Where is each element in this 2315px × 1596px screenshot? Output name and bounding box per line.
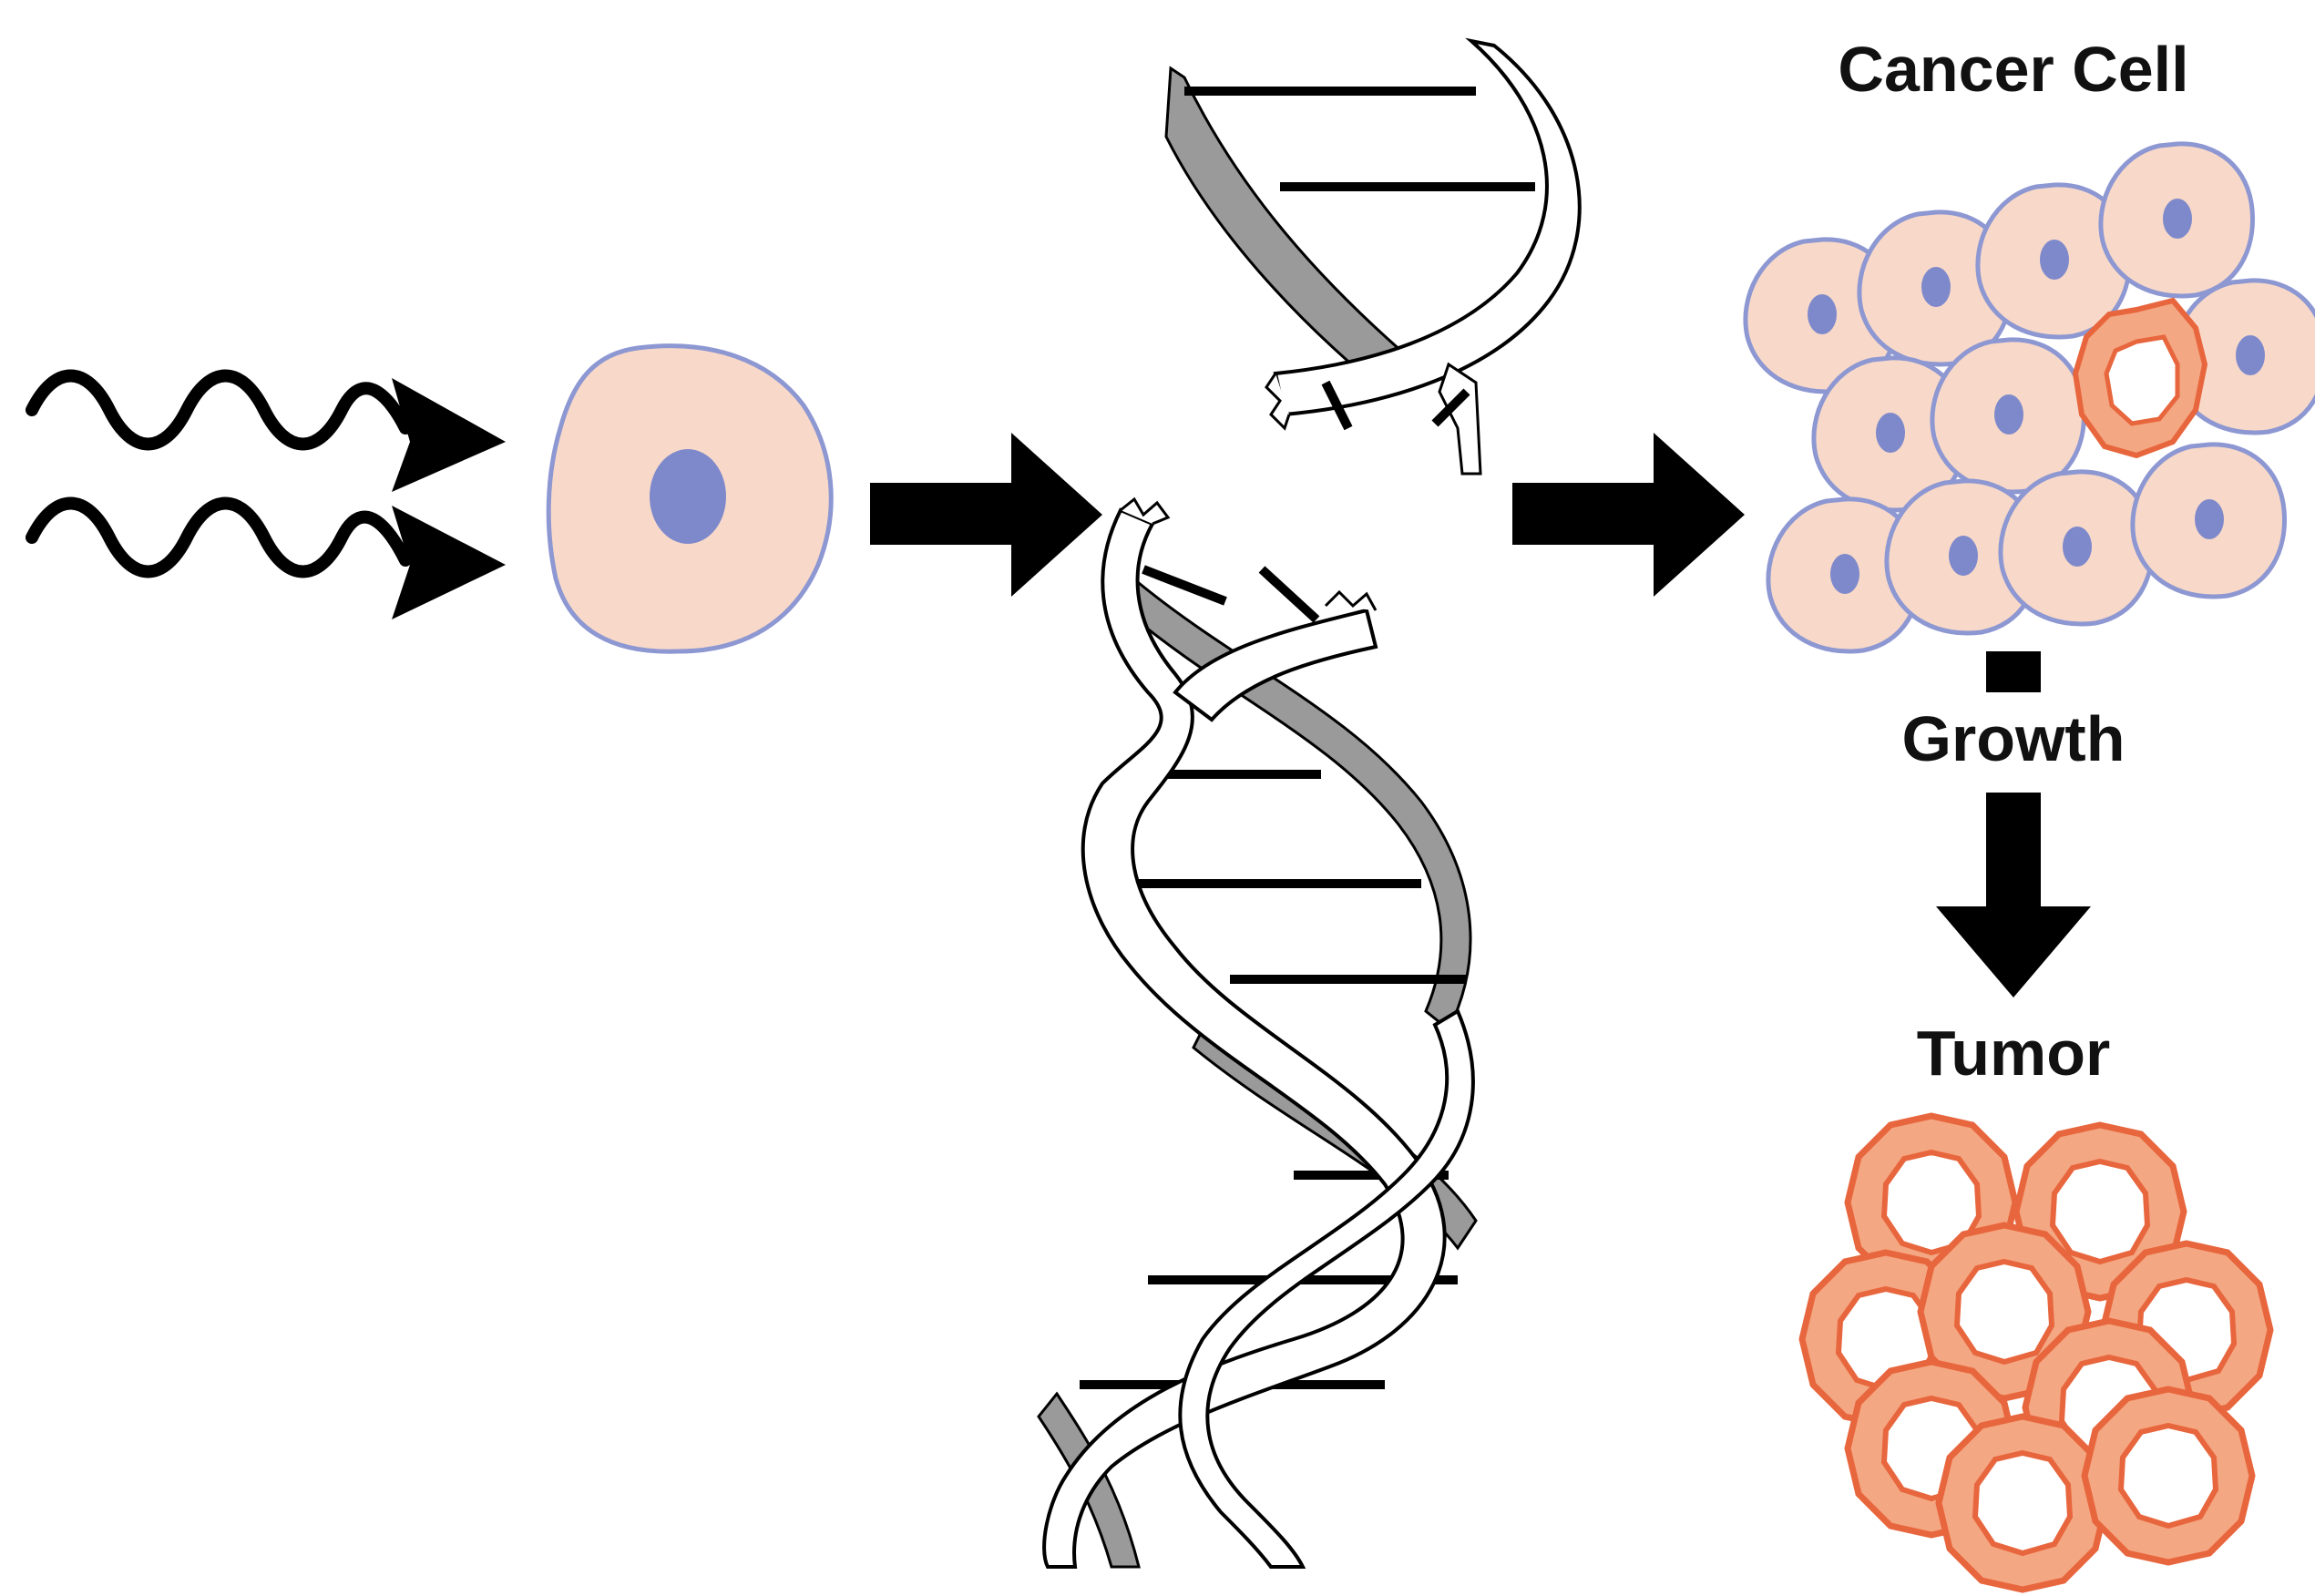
cancer-cell-nucleus bbox=[1808, 294, 1837, 334]
transformed-cell bbox=[2072, 297, 2208, 459]
radiation-arrowhead-bottom bbox=[392, 506, 506, 619]
dna-lower-broken-end-right bbox=[1324, 589, 1378, 611]
arrow-to-cancer-cells-icon bbox=[1512, 433, 1745, 597]
cancer-cell-nucleus bbox=[1876, 413, 1905, 453]
dna-lower-broken-end-left bbox=[1120, 496, 1171, 526]
radiation-waves-icon bbox=[26, 369, 506, 619]
dna-broken-rung bbox=[1431, 388, 1470, 427]
radiation-wave-bottom bbox=[26, 496, 412, 578]
tumor-mass-icon bbox=[1802, 1116, 2270, 1590]
cancer-cell-nucleus bbox=[2040, 240, 2069, 280]
cancer-cell-nucleus bbox=[1994, 394, 2023, 435]
cancer-cell-nucleus bbox=[1949, 536, 1978, 576]
normal-cell-icon bbox=[546, 343, 834, 654]
cancer-cell-nucleus bbox=[2163, 199, 2192, 239]
dna-upper-back-tail bbox=[1438, 362, 1482, 476]
tumor-cell bbox=[1939, 1417, 2106, 1590]
dna-lower-fragment bbox=[1037, 496, 1478, 1569]
dna-broken-rung bbox=[1142, 565, 1227, 606]
cancer-cell-nucleus bbox=[2236, 335, 2265, 375]
dna-upper-front-strand bbox=[1273, 37, 1582, 417]
dna-upper-back-strand bbox=[1164, 66, 1419, 399]
dna-lower-front-strand-c bbox=[1178, 1008, 1475, 1569]
cancer-cell-nucleus bbox=[2063, 527, 2092, 567]
cancer-cell-nucleus bbox=[2195, 499, 2224, 539]
growth-label: Growth bbox=[1902, 703, 2125, 774]
cancer-cell-cluster-icon bbox=[1746, 144, 2315, 651]
dna-upper-broken-end bbox=[1265, 373, 1291, 431]
dna-broken-rung bbox=[1258, 566, 1320, 623]
radiation-wave-top bbox=[26, 369, 412, 451]
radiation-arrowhead-top bbox=[392, 378, 506, 492]
dna-helix-icon bbox=[1037, 37, 1582, 1569]
normal-cell-nucleus bbox=[650, 449, 726, 544]
dna-lower-front-strand-a bbox=[1042, 507, 1447, 1569]
arrow-to-dna-icon bbox=[870, 433, 1102, 597]
tumor-cell bbox=[2085, 1389, 2252, 1562]
dna-upper-fragment bbox=[1164, 37, 1582, 476]
dna-broken-rung bbox=[1321, 380, 1353, 431]
dna-lower-front-strand-b bbox=[1173, 608, 1378, 722]
growth-arrow-icon bbox=[1936, 793, 2091, 998]
tumor-label: Tumor bbox=[1917, 1018, 2111, 1089]
cancer-cell-label: Cancer Cell bbox=[1838, 34, 2188, 105]
cancer-cell-nucleus bbox=[1830, 554, 1859, 594]
growth-arrow-stem-top bbox=[1986, 651, 2041, 692]
cancer-cell-nucleus bbox=[1921, 267, 1951, 307]
